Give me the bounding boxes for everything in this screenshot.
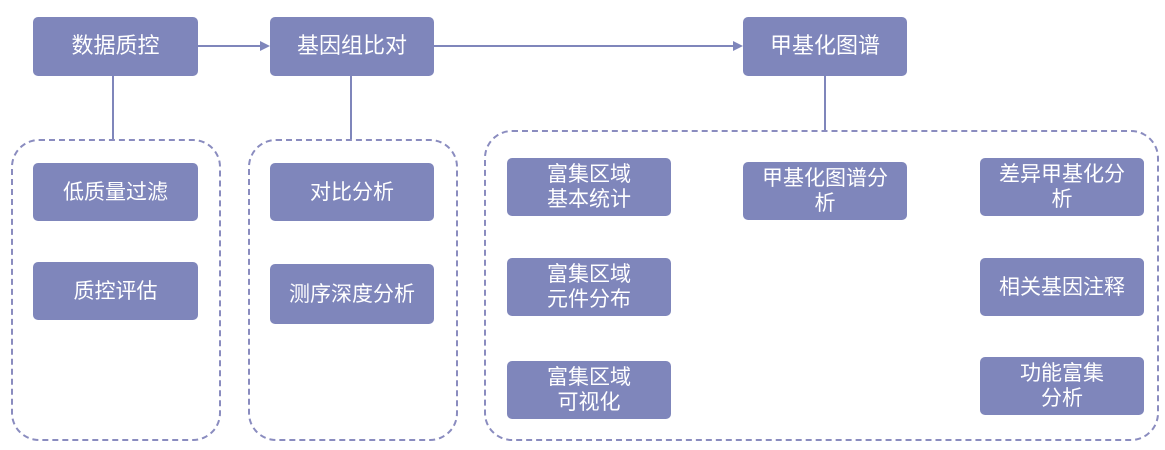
- stage-genome-alignment[interactable]: 基因组比对: [270, 17, 434, 76]
- methylation-group: [484, 130, 1159, 441]
- enriched-region-visualization-box[interactable]: 富集区域可视化: [507, 361, 671, 419]
- methylation-map-analysis-box[interactable]: 甲基化图谱分析: [743, 162, 907, 220]
- enriched-region-stats-box[interactable]: 富集区域基本统计: [507, 158, 671, 216]
- related-gene-annotation-box[interactable]: 相关基因注释: [980, 258, 1144, 316]
- differential-methylation-analysis-box[interactable]: 差异甲基化分析: [980, 158, 1144, 216]
- alignment-group: [248, 139, 458, 441]
- sequencing-depth-analysis-box[interactable]: 测序深度分析: [270, 264, 434, 324]
- qc-group: [11, 139, 221, 441]
- alignment-analysis-box[interactable]: 对比分析: [270, 163, 434, 221]
- functional-enrichment-analysis-box[interactable]: 功能富集分析: [980, 357, 1144, 415]
- stage-methylation-map[interactable]: 甲基化图谱: [743, 17, 907, 76]
- low-quality-filter-box[interactable]: 低质量过滤: [33, 163, 198, 221]
- enriched-region-element-distribution-box[interactable]: 富集区域元件分布: [507, 258, 671, 316]
- qc-evaluation-box[interactable]: 质控评估: [33, 262, 198, 320]
- stage-data-qc[interactable]: 数据质控: [33, 17, 198, 76]
